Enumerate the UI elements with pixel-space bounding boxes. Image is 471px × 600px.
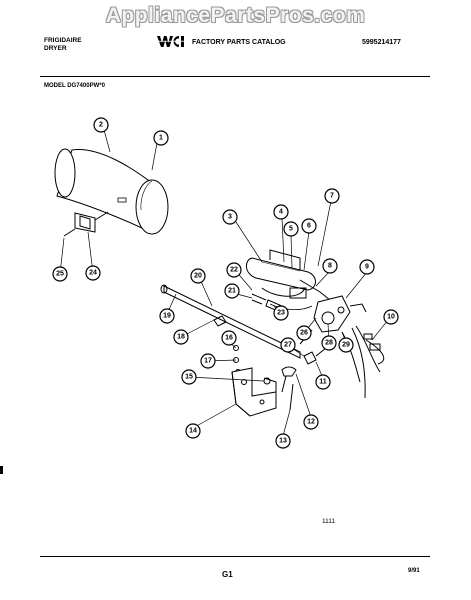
svg-text:16: 16 (225, 335, 233, 342)
svg-text:21: 21 (228, 288, 236, 295)
bracket-clamp-illustration (281, 366, 297, 377)
svg-text:20: 20 (194, 273, 202, 280)
svg-text:27: 27 (284, 342, 292, 349)
svg-text:9: 9 (365, 264, 369, 271)
callout-3: 3 (222, 209, 238, 225)
callout-23: 23 (273, 305, 289, 321)
svg-text:22: 22 (230, 267, 238, 274)
callout-16: 16 (221, 330, 237, 346)
svg-text:14: 14 (189, 428, 197, 435)
callout-8: 8 (322, 258, 338, 274)
callout-1: 1 (153, 130, 169, 146)
svg-text:28: 28 (325, 340, 333, 347)
svg-text:1: 1 (159, 135, 163, 142)
svg-text:17: 17 (204, 358, 212, 365)
brand-name: FRIGIDAIRE (44, 37, 82, 44)
product-type: DRYER (44, 45, 67, 52)
catalog-title: FACTORY PARTS CATALOG (192, 39, 286, 46)
burner-tube-illustration (160, 284, 301, 359)
svg-text:13: 13 (279, 438, 287, 445)
svg-text:5: 5 (289, 226, 293, 233)
svg-text:26: 26 (300, 330, 308, 337)
callout-12: 12 (303, 414, 319, 430)
callout-24: 24 (85, 265, 101, 281)
catalog-date: 9/91 (408, 568, 420, 574)
svg-text:23: 23 (277, 310, 285, 317)
callout-14: 14 (185, 423, 201, 439)
callout-28: 28 (321, 335, 337, 351)
header-rule (40, 76, 430, 78)
svg-text:3: 3 (228, 214, 232, 221)
svg-text:29: 29 (342, 342, 350, 349)
model-number: MODEL DG7400PW*0 (44, 83, 105, 89)
callout-7: 7 (324, 188, 340, 204)
svg-text:24: 24 (89, 270, 97, 277)
callout-2: 2 (93, 117, 109, 133)
svg-text:2: 2 (99, 122, 103, 129)
callout-19: 19 (159, 308, 175, 324)
page-number: G1 (222, 570, 233, 579)
clip-illustration (213, 315, 227, 327)
callout-17: 17 (200, 353, 216, 369)
svg-text:18: 18 (177, 334, 185, 341)
watermark: AppliancePartsPros.com (105, 4, 366, 27)
callout-29: 29 (338, 337, 354, 353)
wci-logo-icon (157, 36, 185, 47)
callout-26: 26 (296, 325, 312, 341)
svg-text:6: 6 (307, 223, 311, 230)
svg-text:4: 4 (279, 209, 283, 216)
burner-assembly-illustration (246, 249, 331, 310)
svg-text:11: 11 (319, 379, 327, 386)
screw-illustration (233, 345, 239, 351)
callout-21: 21 (224, 283, 240, 299)
callout-15: 15 (181, 369, 197, 385)
callout-4: 4 (273, 204, 289, 220)
illustration-number: 1111 (322, 518, 336, 525)
callout-20: 20 (190, 268, 206, 284)
footer-rule (40, 556, 430, 558)
callout-25: 25 (52, 266, 68, 282)
brand-block: FRIGIDAIRE DRYER (44, 37, 82, 53)
svg-text:15: 15 (185, 374, 193, 381)
callout-9: 9 (359, 259, 375, 275)
svg-text:25: 25 (56, 271, 64, 278)
callout-5: 5 (283, 221, 299, 237)
mounting-bracket-illustration (231, 367, 277, 417)
edge-mark (0, 466, 3, 474)
catalog-part-number: 5995214177 (362, 39, 401, 46)
callout-18: 18 (173, 329, 189, 345)
gas-valve-illustration (299, 295, 367, 345)
svg-text:12: 12 (307, 419, 315, 426)
svg-text:19: 19 (163, 313, 171, 320)
sensor-bracket-illustration (63, 211, 109, 237)
wire-harness-illustration (341, 325, 385, 399)
drum-illustration (54, 148, 169, 235)
callout-13: 13 (275, 433, 291, 449)
svg-text:7: 7 (330, 193, 334, 200)
callout-10: 10 (383, 309, 399, 325)
svg-text:8: 8 (328, 263, 332, 270)
callout-22: 22 (226, 262, 242, 278)
svg-text:10: 10 (387, 314, 395, 321)
callout-27: 27 (280, 337, 296, 353)
callout-6: 6 (301, 218, 317, 234)
callout-11: 11 (315, 374, 331, 390)
